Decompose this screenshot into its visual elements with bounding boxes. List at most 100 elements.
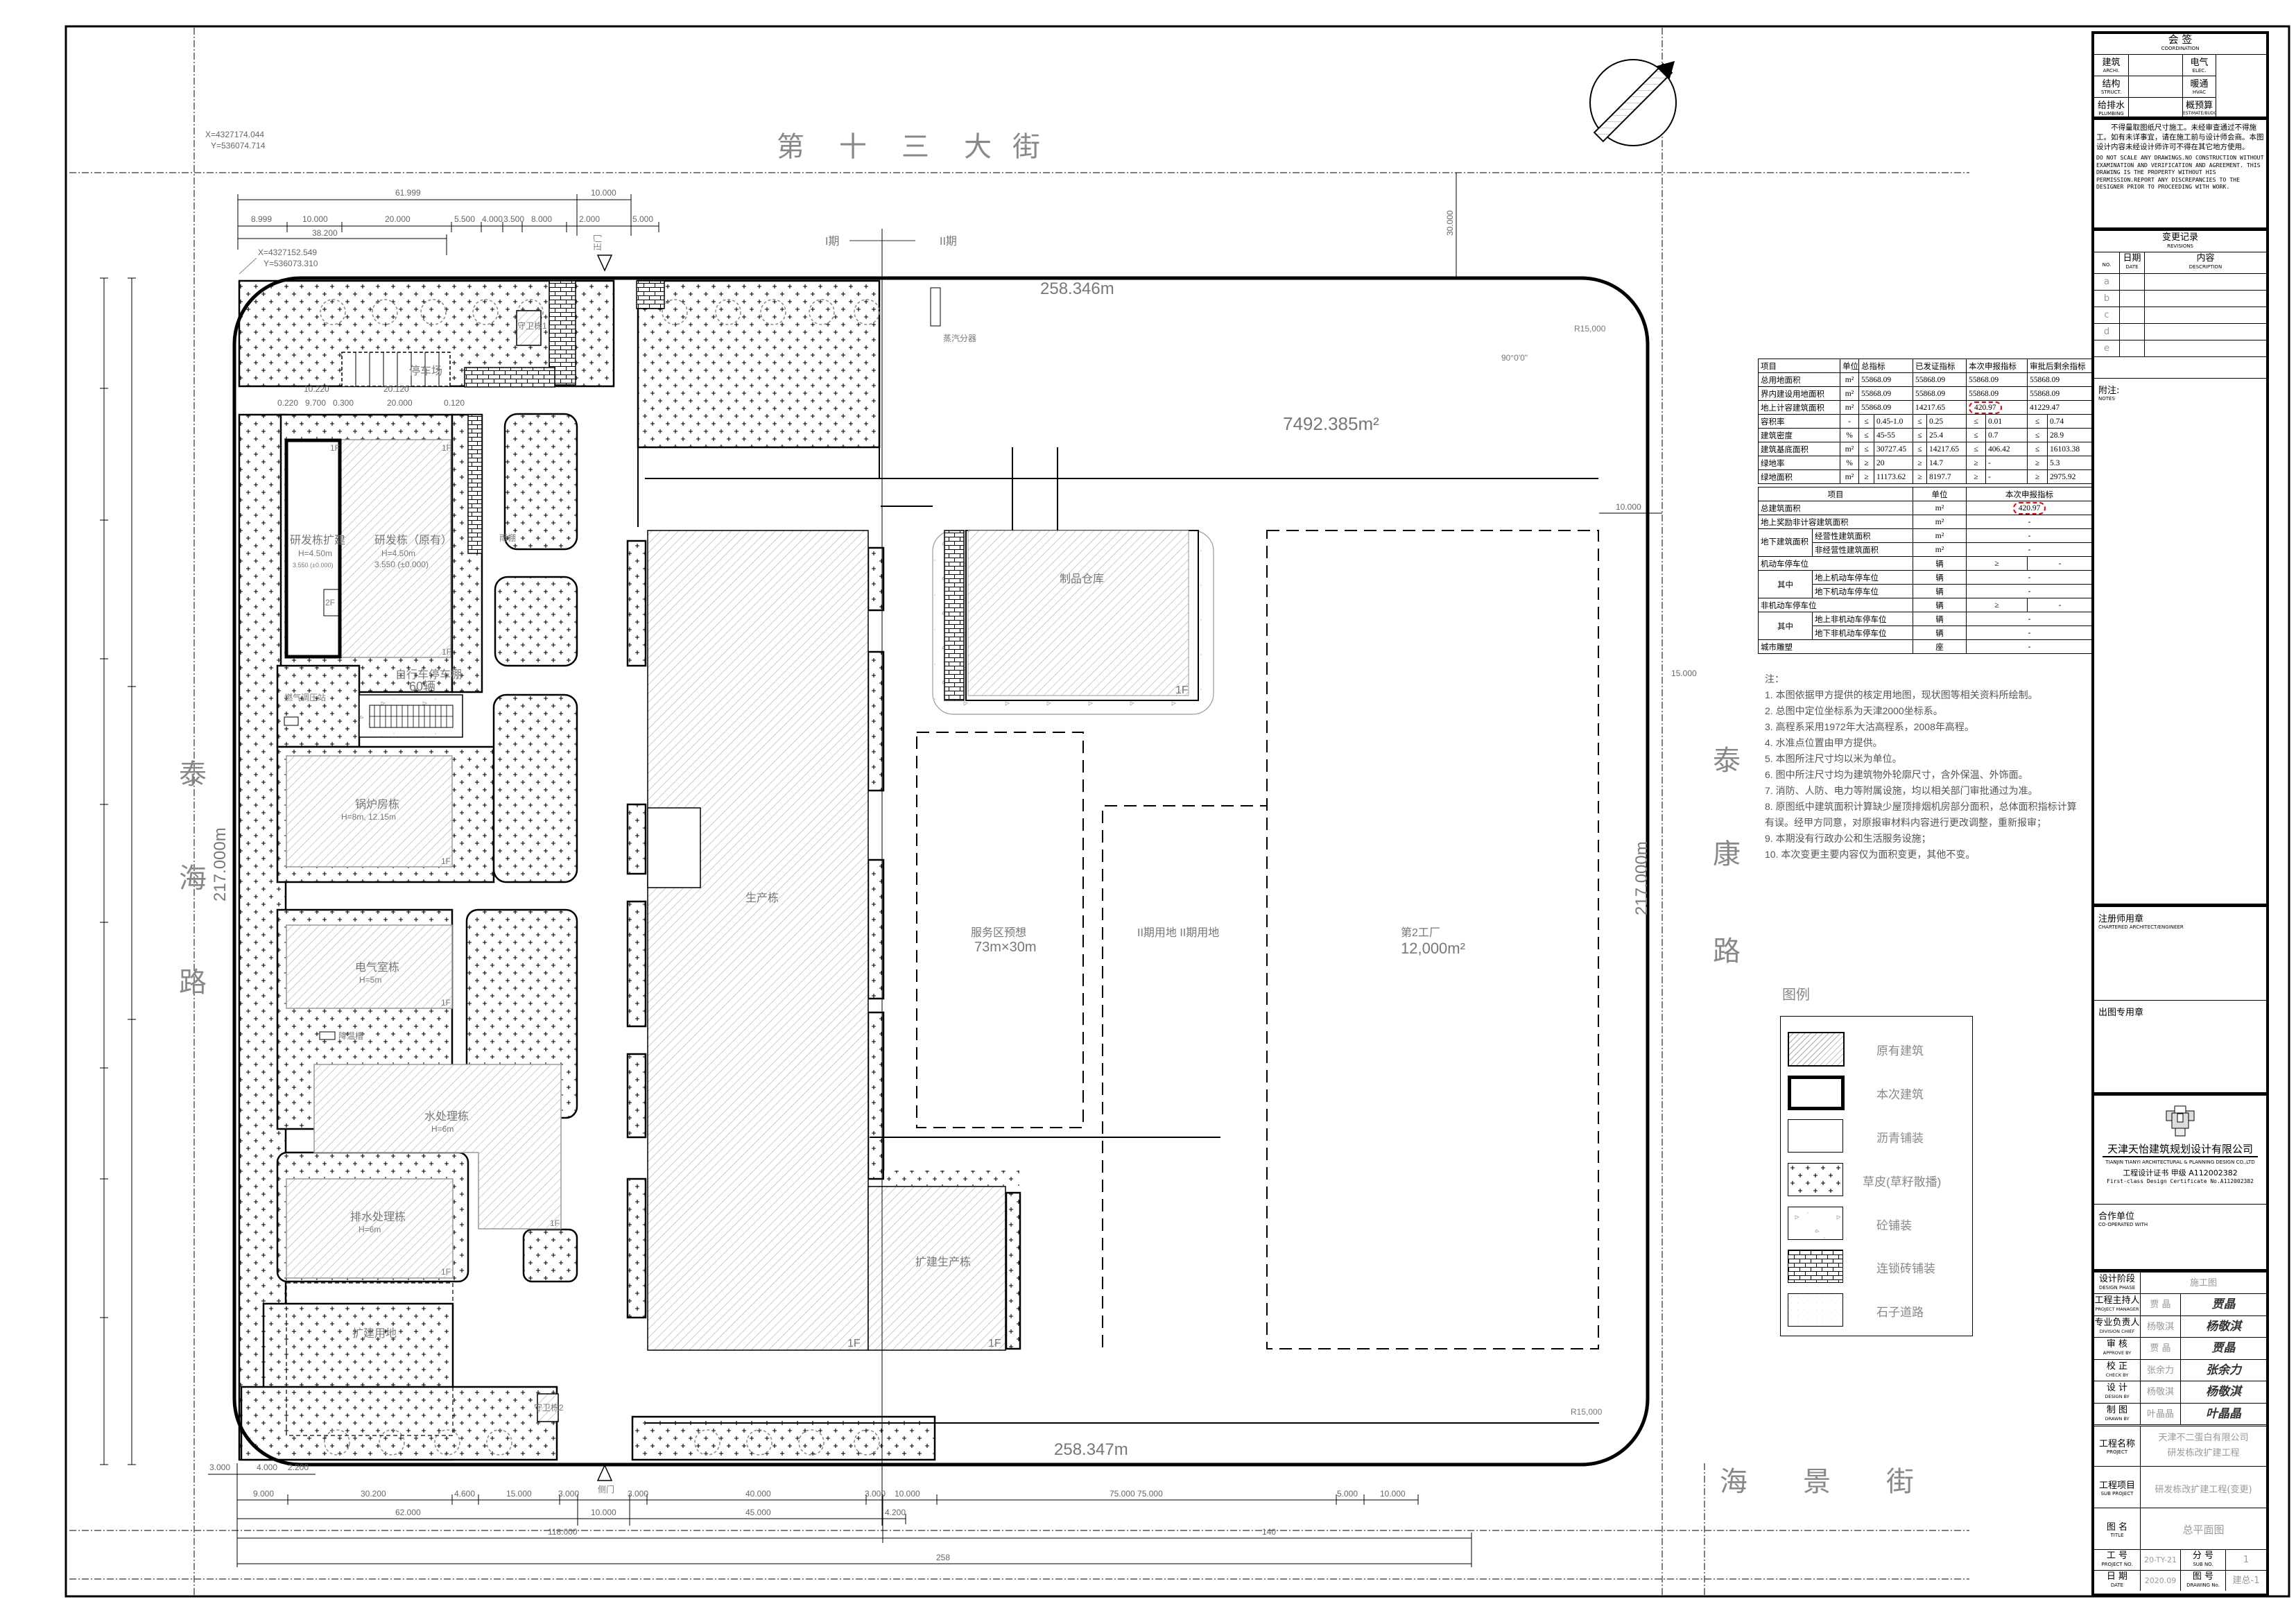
table-cell: 0.7 bbox=[1985, 428, 2028, 442]
name-text: 降温槽 bbox=[338, 1031, 363, 1041]
floors-text: 1F bbox=[441, 856, 451, 866]
unit-text: m² bbox=[1913, 501, 1967, 515]
size-text: 73m×30m bbox=[974, 940, 1037, 955]
legend-title: 图例 bbox=[1782, 987, 1810, 1003]
bottom-row2-text: 45.000 bbox=[745, 1508, 771, 1517]
bottom-row2-text: 10.000 bbox=[591, 1508, 616, 1517]
bottom-row1-text: 10.000 bbox=[1380, 1489, 1406, 1499]
road-char: 景 bbox=[1803, 1467, 1831, 1497]
building-warehouse: 制品仓库 1F bbox=[932, 530, 1214, 715]
cn-text: 设计阶段 bbox=[2098, 1274, 2135, 1284]
right-offsets-text: 15.000 bbox=[1671, 668, 1697, 678]
value-text: 总平面图 bbox=[2182, 1524, 2225, 1536]
cn-text: 电气 bbox=[2190, 58, 2209, 68]
sub-header-text: 项目 bbox=[1758, 487, 1913, 501]
brick-paving bbox=[467, 414, 483, 554]
rd-row-text: 0.300 bbox=[333, 398, 354, 408]
en-text: DESIGN BY bbox=[2105, 1394, 2130, 1399]
phase-1-text: I期 bbox=[825, 235, 839, 248]
rd-dimension-labels: 10.220 20.120 0.220 9.700 0.300 20.000 0… bbox=[277, 384, 465, 408]
en-text: ARCHI. bbox=[2103, 68, 2120, 74]
table-cell: 总用地面积 bbox=[1758, 372, 1840, 387]
floors2-text: 2F bbox=[325, 598, 335, 607]
table-cell: 地上计容建筑面积 bbox=[1758, 400, 1840, 415]
table-cell: m² bbox=[1840, 372, 1859, 387]
table-row: 地下非机动车停车位 辆 - bbox=[1759, 625, 2093, 640]
cn-text: 工 号 bbox=[2106, 1551, 2128, 1561]
en-text: ELEC. bbox=[2192, 68, 2207, 74]
signature-slot bbox=[2129, 98, 2183, 118]
elev-text: 3.550 (±0.000) bbox=[374, 560, 429, 569]
item-text: 机动车停车位 bbox=[1758, 556, 1913, 571]
table-cell: - bbox=[1840, 414, 1859, 429]
value-text: - bbox=[1966, 612, 2093, 626]
unit-text: 辆 bbox=[1913, 584, 1967, 598]
note-item: 5. 本图所注尺寸均以米为单位。 bbox=[1765, 753, 1902, 764]
table-cell: 0.45-1.0 bbox=[1874, 414, 1913, 429]
operator: ≤ bbox=[1966, 428, 1986, 442]
table-cell: % bbox=[1840, 456, 1859, 470]
company-block: 天津天怡建筑规划设计有限公司 TIANJIN TIANYI ARCHITECTU… bbox=[2094, 1096, 2266, 1205]
name-text: 自行车停车棚 bbox=[395, 668, 462, 681]
item-text: 城市雕塑 bbox=[1758, 639, 1913, 654]
item-text: 地下建筑面积 bbox=[1758, 528, 1813, 557]
legend-item-brick: 连锁砖铺装 bbox=[1788, 1250, 1968, 1283]
cn-text: 制 图 bbox=[2106, 1404, 2128, 1415]
items-text: 原有建筑 bbox=[1876, 1044, 1924, 1058]
disclaimer: 不得量取图纸尺寸施工。未经审查通过不得施工。如有未详事宜，请在施工前与设计师会商… bbox=[2094, 120, 2266, 231]
coord-b-text: Y=536073.310 bbox=[264, 259, 318, 268]
cn-text: 注册师用章 bbox=[2098, 914, 2144, 924]
table-cell: 16103.38 bbox=[2047, 442, 2093, 456]
legend-item-existing: 原有建筑 bbox=[1788, 1032, 1968, 1067]
name-text: 守卫栋2 bbox=[534, 1402, 564, 1413]
table-cell: 55868.09 bbox=[1913, 386, 1967, 401]
floors-text: 1F bbox=[441, 1267, 451, 1277]
revision-cloud: 420.97 bbox=[2012, 501, 2046, 515]
height-text: H=6m bbox=[431, 1124, 454, 1134]
table-cell: 406.42 bbox=[1985, 442, 2028, 456]
staff-name: 张余力 bbox=[2141, 1359, 2181, 1381]
revision-cloud: 420.97 bbox=[1969, 401, 2002, 414]
table-cell: 14.7 bbox=[1926, 456, 1967, 470]
operator: ≤ bbox=[2027, 428, 2048, 442]
table-cell: 55868.09 bbox=[1858, 372, 1913, 387]
bottom-row1-text: 10.000 bbox=[895, 1489, 920, 1499]
table-cell: 55868.09 bbox=[1858, 386, 1913, 401]
en-text: HVAC bbox=[2192, 89, 2207, 95]
east-boundary-length: 217.000m bbox=[1632, 841, 1651, 915]
name-text: 排水处理栋 bbox=[350, 1211, 406, 1223]
road-char: 海 bbox=[179, 863, 207, 894]
road-char: 路 bbox=[1713, 936, 1741, 967]
building-electric: 电气室栋 H=5m 1F bbox=[286, 924, 453, 1009]
service-area-planned: 服务区预想 73m×30m bbox=[916, 732, 1084, 1128]
cn-text: 校 正 bbox=[2106, 1361, 2128, 1372]
table-cell: 20 bbox=[1874, 456, 1913, 470]
unit-text: 辆 bbox=[1913, 570, 1967, 585]
operator: ≤ bbox=[1913, 428, 1927, 442]
steam-distributor: 蒸汽分器 bbox=[930, 287, 976, 343]
unit-text: m² bbox=[1913, 542, 1967, 557]
cn-text: 暖通 bbox=[2190, 79, 2209, 89]
table-cell: m² bbox=[1840, 386, 1859, 401]
operator: ≤ bbox=[1858, 414, 1874, 429]
road-char: 海 bbox=[1720, 1467, 1747, 1497]
operator: ≤ bbox=[1913, 414, 1927, 429]
unit-text: 辆 bbox=[1913, 612, 1967, 626]
staff-signature: 杨敬淇 bbox=[2181, 1381, 2266, 1404]
warning-cn-text: 不得量取图纸尺寸施工。未经审查通过不得施工。如有未详事宜，请在施工前与设计师会商… bbox=[2096, 123, 2264, 151]
count-text: 60辆 bbox=[409, 680, 435, 693]
en-text: COORDINATION bbox=[2161, 46, 2200, 51]
warning-en-text: DO NOT SCALE ANY DRAWINGS.NO CONSTRUCTIO… bbox=[2096, 154, 2264, 190]
en-text: SUB NO. bbox=[2193, 1562, 2213, 1567]
road-char: 康 bbox=[1713, 839, 1741, 870]
operator: ≤ bbox=[2027, 442, 2048, 456]
north-arrow-icon bbox=[1589, 59, 1677, 146]
staff-signature: 贾晶 bbox=[2181, 1294, 2266, 1316]
two-storey-part bbox=[323, 589, 339, 616]
